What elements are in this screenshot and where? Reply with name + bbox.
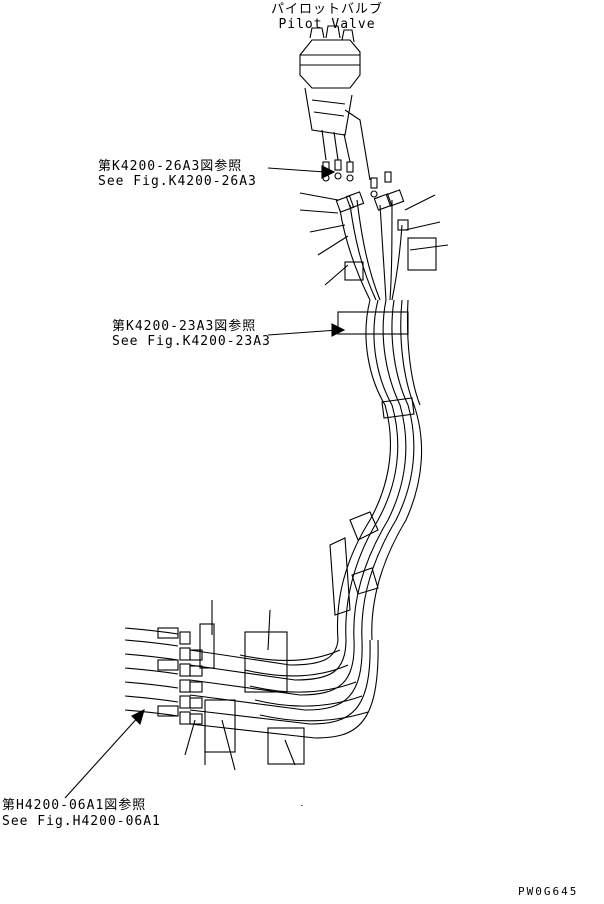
title-en: Pilot Valve [278, 17, 376, 32]
ref-3-jp: 第H4200-06A1図参照 [2, 798, 147, 813]
ref-1-en: See Fig.K4200-26A3 [98, 174, 257, 189]
ref-1-jp: 第K4200-26A3図参照 [98, 159, 243, 174]
title-jp: パイロットバルブ [270, 2, 383, 17]
drawing-code: PW0G645 [518, 885, 579, 898]
ref-2-en: See Fig.K4200-23A3 [112, 334, 271, 349]
left-fittings [124, 627, 203, 725]
leader-lines [64, 167, 449, 806]
main-hose-bundle [329, 299, 423, 641]
ref-3-en: See Fig.H4200-06A1 [2, 814, 161, 829]
arrow-head-2 [331, 323, 346, 337]
pilot-valve-drawing [299, 25, 392, 198]
arrow-head-3 [131, 708, 145, 726]
arrow-head-1 [321, 165, 336, 179]
ref-2-jp: 第K4200-23A3図参照 [112, 319, 257, 334]
upper-hose-bundle [335, 189, 437, 335]
lower-hose-bundle [189, 623, 379, 765]
